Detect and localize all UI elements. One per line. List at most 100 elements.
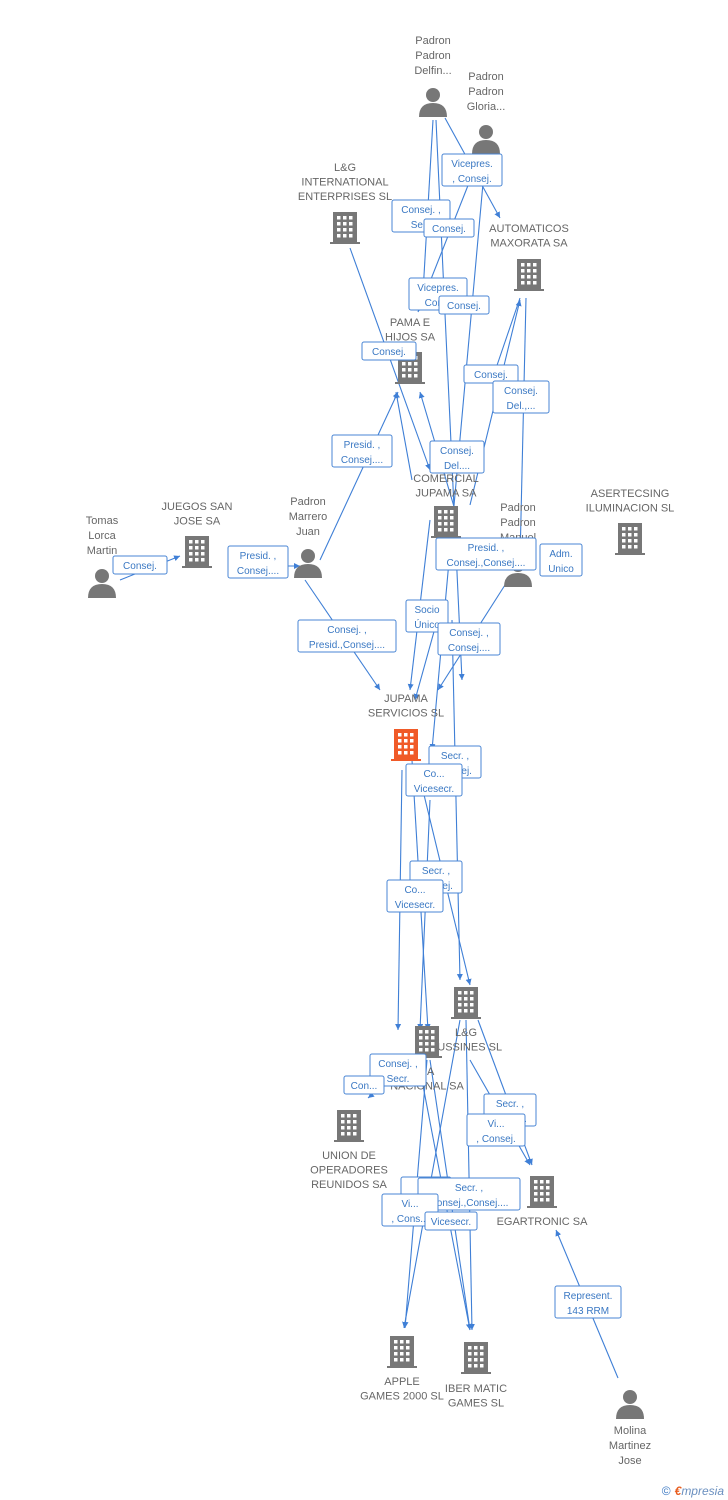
building-icon [431,506,461,538]
person-icon [294,549,322,578]
building-icon [451,987,481,1019]
edge-label-box [361,341,417,361]
company-node-egartronic[interactable]: EGARTRONIC SA [497,1176,589,1228]
node-label: L&G [455,1027,477,1039]
edge-label-text: Se... [411,220,432,231]
node-label: Padron [468,86,503,98]
node-label: Gloria... [467,101,506,113]
relation-edge [417,799,431,1031]
person-node-p_delfin[interactable]: PadronPadronDelfin... [414,35,452,117]
edge-label-text: Consej. [372,347,406,358]
node-label: JUPAMA SA [416,488,478,500]
edge-label-text: Consej. [432,224,466,235]
node-label: L&G [334,162,356,174]
company-node-pama[interactable]: PAMA E HIJOS SA [385,317,436,384]
edge-label-box [435,537,537,571]
node-label: Martinez [609,1440,651,1452]
building-icon [461,1342,491,1374]
edge-label-el11[interactable]: Consej. [112,555,168,575]
node-label: ENTERPRISES SL [298,191,392,203]
edge-label-box [405,763,463,797]
edge-label-text: Secr. , [455,1183,483,1194]
company-node-automaticos[interactable]: AUTOMATICOS MAXORATA SA [489,223,569,291]
edge-label-text: Vicepres. [451,159,493,170]
edge-label-el27[interactable]: Secr. ,Consej.,Consej.... [417,1177,521,1211]
edge-label-box [441,153,503,187]
edge-label-text: Secr. [387,1074,410,1085]
node-label: Padron [500,502,535,514]
edge-label-el16[interactable]: Consej. ,Consej.... [437,622,501,656]
edge-label-text: Único [414,618,440,631]
edge-label-el28[interactable]: Vi..., Cons... [381,1193,439,1227]
node-label: MAXORATA SA [490,238,568,250]
edge-label-text: Con... [351,1081,378,1092]
node-label: AUTOMATICOS [489,223,569,235]
edge-label-el29[interactable]: Vicesecr. [424,1211,478,1231]
node-label: ILUMINACION SL [586,503,675,515]
node-label: SERVICIOS SL [368,708,444,720]
relation-edge [465,1019,475,1331]
edge-label-el7[interactable]: Consej. [463,364,519,384]
building-icon [514,259,544,291]
edge-label-el17[interactable]: Consej. ,Presid.,Consej.... [297,619,397,653]
node-label: Tomas [86,515,119,527]
edge-label-el30[interactable]: Represent.143 RRM [554,1285,622,1319]
edge-label-text: Consej. [123,561,157,572]
edge-label-el25[interactable]: Vi... , Consej. [466,1113,526,1147]
node-label: Padron [290,496,325,508]
node-label: Molina [614,1425,647,1437]
relation-edge [402,1019,461,1329]
edge-label-el23[interactable]: Con... [343,1075,385,1095]
edge-label-el5[interactable]: Consej. [438,295,490,315]
node-label: EGARTRONIC SA [497,1216,589,1228]
relation-edge [319,391,399,561]
edge-label-text: Adm. [549,549,572,560]
edge-label-text: Consej. [504,386,538,397]
building-icon [527,1176,557,1208]
edge-label-el1[interactable]: Vicepres., Consej. [441,153,503,187]
person-node-p_gloria[interactable]: PadronPadronGloria... [467,71,506,154]
company-node-asertecsing[interactable]: ASERTECSING ILUMINACION SL [586,488,675,555]
node-label: APPLE [384,1376,419,1388]
node-label: UNION DE [322,1150,376,1162]
edge-label-text: Secr. , [496,1099,524,1110]
node-label: Lorca [88,530,116,542]
edge-label-text: , Consej. [476,1134,515,1145]
edge-label-el8[interactable]: Consej. Del.,... [492,380,550,414]
edge-label-text: Secr. , [422,866,450,877]
node-label: IBER MATIC [445,1383,507,1395]
edge-label-el12[interactable]: Presid. ,Consej.... [227,545,289,579]
edge-label-text: Vicesecr. [431,1217,471,1228]
edge-label-el10[interactable]: Consej.Del.... [429,440,485,474]
edge-label-text: Consej. , [327,625,366,636]
edge-label-el6[interactable]: Consej. [361,341,417,361]
edge-label-text: Vi... [487,1119,504,1130]
edge-label-text: Del.,... [507,401,536,412]
edge-label-el3[interactable]: Consej. [423,218,475,238]
node-label: Padron [500,517,535,529]
node-label: Jose [618,1455,641,1467]
edge-label-box [297,619,397,653]
node-label: ASERTECSING [591,488,670,500]
edge-label-el14[interactable]: Adm.Unico [539,543,583,577]
edge-label-box [539,543,583,577]
node-label: HIJOS SA [385,332,436,344]
edge-label-el19[interactable]: Co...Vicesecr. [405,763,463,797]
node-label: PAMA E [390,317,430,329]
edge-label-el21[interactable]: Co...Vicesecr. [386,879,444,913]
edge-label-el13[interactable]: Presid. ,Consej.,Consej.... [435,537,537,571]
edge-label-el9[interactable]: Presid. ,Consej.... [331,434,393,468]
